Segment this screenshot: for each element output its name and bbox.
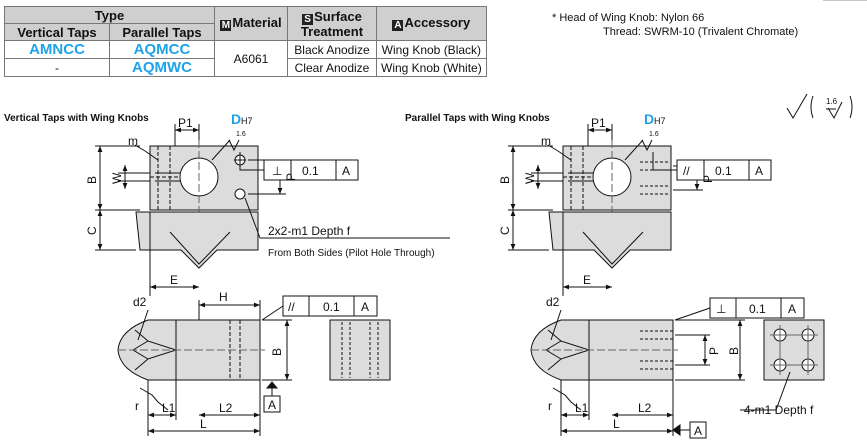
row1-parallel: AQMCC [109, 40, 215, 59]
left-tol2-datum: A [361, 300, 369, 314]
left-drawing-title: Vertical Taps with Wing Knobs [4, 113, 149, 124]
left-label-e: E [170, 273, 178, 287]
right-label-p1: P1 [591, 116, 606, 130]
left-label-l: L [200, 417, 207, 431]
left-label-h7: H7 [241, 116, 253, 126]
left-label-p1: P1 [178, 116, 193, 130]
left-label-r16: 1.6 [236, 131, 246, 138]
right-label-p: P [701, 175, 715, 183]
left-label-b: B [85, 176, 99, 184]
note-line1: * Head of Wing Knob: Nylon 66 [552, 12, 705, 24]
right-tol-datum: A [755, 164, 763, 178]
accessory-icon: A [392, 20, 404, 31]
surface-icon: S [302, 13, 314, 25]
row1-surface: Black Anodize [287, 40, 377, 59]
left-tol2-symbol: // [288, 300, 295, 314]
right-thread-label: 4-m1 Depth f [744, 403, 814, 417]
left-label-d: D [231, 111, 241, 127]
right-datum3: A [694, 424, 702, 438]
right-label-m: m [541, 134, 551, 148]
right-label-p2: P [707, 347, 721, 355]
left-front-view [95, 124, 450, 296]
left-label-d2: d2 [133, 295, 147, 309]
right-label-d: D [644, 111, 654, 127]
right-front-view [508, 124, 772, 296]
left-thread-note: From Both Sides (Pilot Hole Through) [268, 248, 435, 259]
right-tol2-datum: A [788, 302, 796, 316]
right-label-w: W [523, 172, 537, 184]
right-label-b2: B [727, 347, 741, 355]
row1-accessory: Wing Knob (Black) [376, 40, 487, 59]
left-label-p: P [284, 173, 298, 181]
row2-parallel: AQMWC [109, 58, 215, 77]
right-tol2-value: 0.1 [749, 302, 766, 316]
left-label-m: m [128, 134, 138, 148]
right-label-l: L [613, 417, 620, 431]
right-tol-value: 0.1 [715, 164, 732, 178]
left-tol-symbol: ⊥ [272, 164, 282, 178]
left-label-l2: L2 [219, 401, 233, 415]
header-type: Type [4, 6, 215, 24]
left-thread-label: 2x2-m1 Depth f [268, 224, 351, 238]
material-value: A6061 [214, 40, 288, 77]
right-label-l1: L1 [575, 401, 589, 415]
right-label-h7: H7 [654, 116, 666, 126]
right-label-r: r [548, 399, 552, 413]
right-drawing-title: Parallel Taps with Wing Knobs [405, 113, 550, 124]
row2-accessory: Wing Knob (White) [376, 58, 487, 77]
left-tol-datum: A [342, 164, 350, 178]
roughness-value: 1.6 [826, 97, 838, 106]
left-label-c: C [85, 226, 99, 235]
left-side-view [117, 295, 391, 436]
left-tol-value: 0.1 [302, 164, 319, 178]
header-vertical: Vertical Taps [4, 23, 110, 41]
note-line2: Thread: SWRM-10 (Trivalent Chromate) [603, 26, 799, 38]
roughness-symbol: 1.6 [786, 93, 853, 120]
left-tol2-value: 0.1 [323, 300, 340, 314]
left-label-b2: B [270, 348, 284, 356]
left-label-r: r [135, 399, 139, 413]
right-label-b: B [498, 176, 512, 184]
right-label-d2: d2 [546, 295, 560, 309]
material-icon: M [220, 20, 232, 31]
right-tol-symbol: // [683, 164, 690, 178]
right-label-e: E [583, 273, 591, 287]
right-label-l2: L2 [638, 401, 652, 415]
right-side-view [530, 297, 834, 439]
left-label-l1: L1 [162, 401, 176, 415]
left-label-w: W [110, 172, 124, 184]
right-tol2-symbol: ⊥ [716, 302, 726, 316]
left-label-h: H [219, 290, 228, 304]
left-datum3: A [268, 398, 276, 412]
row2-surface: Clear Anodize [287, 58, 377, 77]
right-label-r16: 1.6 [649, 131, 659, 138]
right-label-c: C [498, 226, 512, 235]
